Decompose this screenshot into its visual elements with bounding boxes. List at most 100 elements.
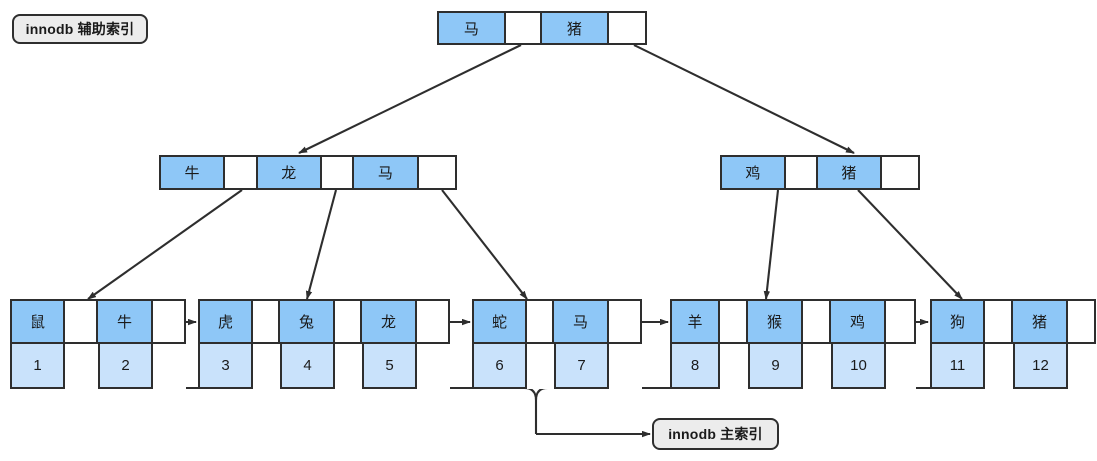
leaf-2-value-1[interactable]: 3 [198, 344, 253, 389]
leaf-4-key-1[interactable]: 羊 [670, 299, 720, 344]
leaf-node-3[interactable]: 蛇 6 马 7 [472, 299, 642, 389]
leaf-4-blank-1 [720, 344, 748, 389]
leaf-5-value-1[interactable]: 11 [930, 344, 985, 389]
leaf-1-value-1[interactable]: 1 [10, 344, 65, 389]
internal-left-cell-key-2[interactable]: 龙 [257, 157, 322, 188]
leaf-4-gap-3 [886, 299, 916, 389]
internal-left-cell-key-3[interactable]: 马 [354, 157, 419, 188]
leaf-node-4[interactable]: 羊 8 猴 9 鸡 10 [670, 299, 916, 389]
internal-right-cell-pointer-2[interactable] [881, 157, 918, 188]
leaf-4-value-2[interactable]: 9 [748, 344, 803, 389]
root-cell-pointer-1[interactable] [505, 13, 543, 43]
leaf-3-value-2[interactable]: 7 [554, 344, 609, 389]
edge-root-to-internal-left [298, 44, 522, 154]
leaf-1-pointer-1[interactable] [65, 299, 98, 344]
leaf-5-pointer-2[interactable] [1068, 299, 1096, 344]
internal-right-cell-pointer-1[interactable] [785, 157, 819, 188]
leaf-5-key-2[interactable]: 猪 [1013, 299, 1068, 344]
internal-left-cell-pointer-3[interactable] [418, 157, 455, 188]
leaf-5-key-1[interactable]: 狗 [930, 299, 985, 344]
leaf-2-entry-3[interactable]: 龙 5 [362, 299, 417, 389]
leaf-3-gap-2 [609, 299, 642, 389]
leaf-2-entry-2[interactable]: 兔 4 [280, 299, 335, 389]
leaf-1-value-2[interactable]: 2 [98, 344, 153, 389]
leaf-5-gap-2 [1068, 299, 1096, 389]
leaf-3-gap-1 [527, 299, 554, 389]
leaf-1-key-2[interactable]: 牛 [98, 299, 153, 344]
leaf-3-pointer-2[interactable] [609, 299, 642, 344]
leaf-3-entry-2[interactable]: 马 7 [554, 299, 609, 389]
leaf-4-value-3[interactable]: 10 [831, 344, 886, 389]
leaf-2-value-2[interactable]: 4 [280, 344, 335, 389]
leaf-1-gap-2 [153, 299, 186, 389]
leaf-1-entry-2[interactable]: 牛 2 [98, 299, 153, 389]
leaf-4-entry-2[interactable]: 猴 9 [748, 299, 803, 389]
leaf-1-blank-2 [153, 344, 186, 389]
internal-left-cell-pointer-1[interactable] [225, 157, 258, 188]
leaf-2-gap-1 [253, 299, 280, 389]
root-node[interactable]: 马 猪 [437, 11, 647, 45]
leaf-4-pointer-3[interactable] [886, 299, 916, 344]
leaf-1-blank-1 [65, 344, 98, 389]
primary-index-label: innodb 主索引 [652, 418, 779, 450]
edge-internal-left-to-leaf-2 [305, 189, 338, 300]
leaf-4-entry-3[interactable]: 鸡 10 [831, 299, 886, 389]
leaf-2-gap-2 [335, 299, 362, 389]
leaf-3-pointer-1[interactable] [527, 299, 554, 344]
leaf-1-gap-1 [65, 299, 98, 389]
leaf-2-pointer-2[interactable] [335, 299, 362, 344]
leaf-3-key-1[interactable]: 蛇 [472, 299, 527, 344]
leaf-node-1[interactable]: 鼠 1 牛 2 [10, 299, 186, 389]
internal-node-right[interactable]: 鸡 猪 [720, 155, 920, 190]
leaf-5-value-2[interactable]: 12 [1013, 344, 1068, 389]
leaf-3-value-1[interactable]: 6 [472, 344, 527, 389]
root-cell-pointer-2[interactable] [608, 13, 645, 43]
internal-left-cell-key-1[interactable]: 牛 [161, 157, 226, 188]
leaf-2-key-1[interactable]: 虎 [198, 299, 253, 344]
leaf-4-pointer-2[interactable] [803, 299, 831, 344]
leaf-3-key-2[interactable]: 马 [554, 299, 609, 344]
leaf-2-value-3[interactable]: 5 [362, 344, 417, 389]
leaf-4-blank-2 [803, 344, 831, 389]
leaf-2-blank-3 [417, 344, 450, 389]
leaf-2-pointer-3[interactable] [417, 299, 450, 344]
leaf-3-entry-1[interactable]: 蛇 6 [472, 299, 527, 389]
leaf-1-key-1[interactable]: 鼠 [10, 299, 65, 344]
internal-node-left[interactable]: 牛 龙 马 [159, 155, 457, 190]
leaf-1-entry-1[interactable]: 鼠 1 [10, 299, 65, 389]
leaf-2-key-3[interactable]: 龙 [362, 299, 417, 344]
root-cell-key-2[interactable]: 猪 [542, 13, 609, 43]
internal-left-cell-pointer-2[interactable] [321, 157, 355, 188]
internal-right-cell-key-2[interactable]: 猪 [818, 157, 882, 188]
leaf-2-key-2[interactable]: 兔 [280, 299, 335, 344]
primary-index-label-text: innodb 主索引 [668, 426, 763, 442]
leaf-2-entry-1[interactable]: 虎 3 [198, 299, 253, 389]
leaf-4-pointer-1[interactable] [720, 299, 748, 344]
edge-internal-right-to-leaf-5 [857, 189, 963, 300]
leaf-2-blank-1 [253, 344, 280, 389]
leaf-node-2[interactable]: 虎 3 兔 4 龙 5 [198, 299, 450, 389]
edge-internal-left-to-leaf-3 [441, 189, 528, 300]
secondary-index-label: innodb 辅助索引 [12, 14, 148, 44]
edge-root-to-internal-right [633, 44, 855, 154]
leaf-2-blank-2 [335, 344, 362, 389]
root-cell-key-1[interactable]: 马 [439, 13, 506, 43]
leaf-2-gap-3 [417, 299, 450, 389]
leaf-5-entry-1[interactable]: 狗 11 [930, 299, 985, 389]
leaf-node-5[interactable]: 狗 11 猪 12 [930, 299, 1096, 389]
leaf-4-key-2[interactable]: 猴 [748, 299, 803, 344]
leaf-4-value-1[interactable]: 8 [670, 344, 720, 389]
leaf-2-pointer-1[interactable] [253, 299, 280, 344]
leaf-3-blank-1 [527, 344, 554, 389]
leaf-3-blank-2 [609, 344, 642, 389]
leaf-4-key-3[interactable]: 鸡 [831, 299, 886, 344]
leaf-5-blank-1 [985, 344, 1013, 389]
internal-right-cell-key-1[interactable]: 鸡 [722, 157, 786, 188]
leaf-5-entry-2[interactable]: 猪 12 [1013, 299, 1068, 389]
leaf-1-pointer-2[interactable] [153, 299, 186, 344]
leaf-4-entry-1[interactable]: 羊 8 [670, 299, 720, 389]
leaf-5-pointer-1[interactable] [985, 299, 1013, 344]
edge-internal-left-to-leaf-1 [87, 189, 243, 300]
